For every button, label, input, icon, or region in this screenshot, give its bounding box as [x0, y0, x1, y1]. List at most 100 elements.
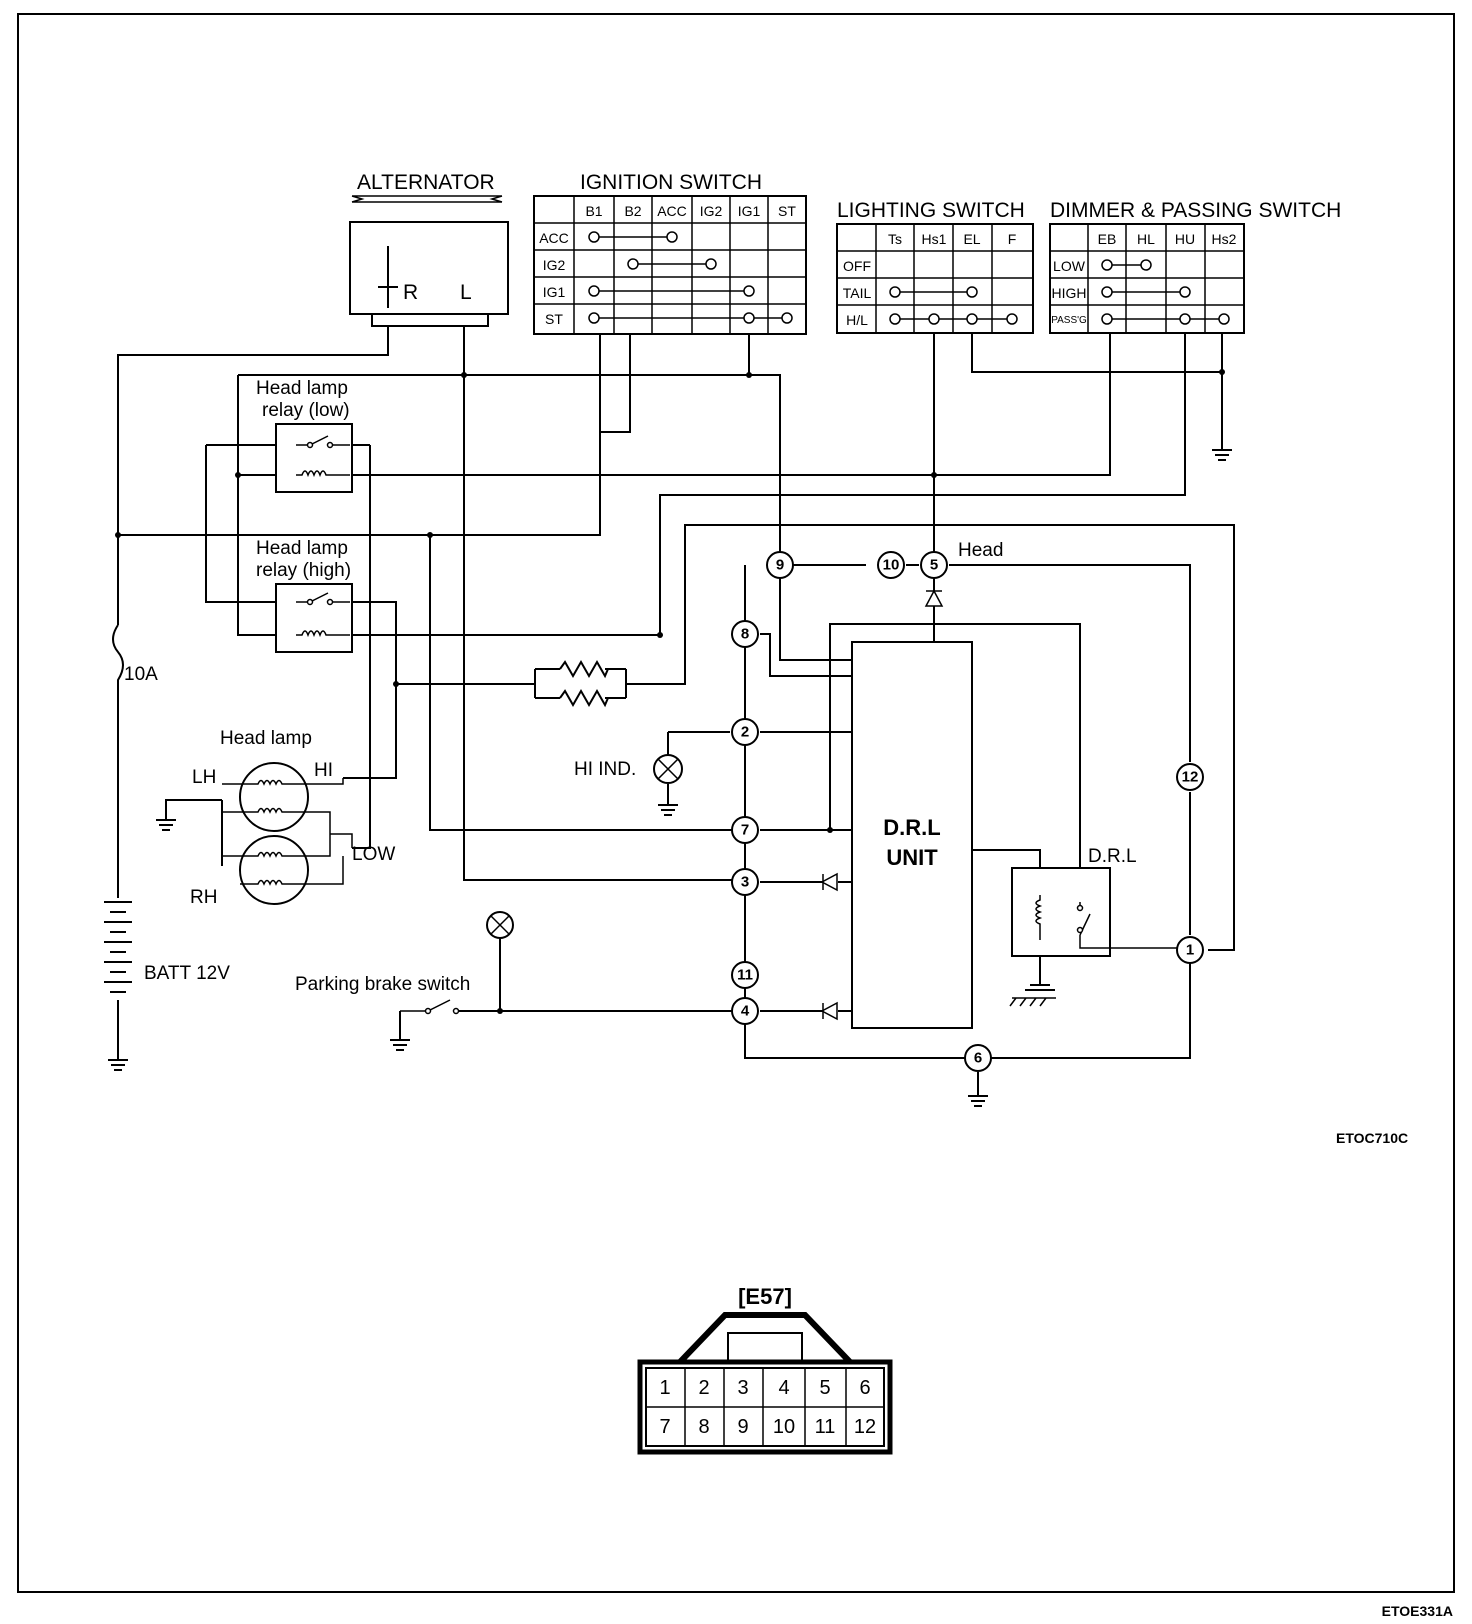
svg-text:D.R.L: D.R.L — [883, 815, 940, 840]
svg-text:5: 5 — [819, 1377, 830, 1399]
hi-indicator: HI IND. — [574, 754, 683, 784]
lighting-switch-contacts — [889, 286, 1018, 325]
svg-text:B1: B1 — [585, 203, 602, 219]
parking-brake-lamp — [486, 911, 514, 939]
svg-text:relay (low): relay (low) — [262, 400, 350, 421]
svg-text:RH: RH — [190, 887, 217, 908]
svg-text:12: 12 — [1182, 769, 1199, 786]
lighting-switch-title: LIGHTING SWITCH — [837, 199, 1025, 222]
svg-text:H/L: H/L — [846, 312, 868, 328]
diode-icons — [820, 589, 944, 1021]
alternator-terminal-r: R — [403, 281, 418, 304]
alternator-pulley-icon — [351, 195, 503, 203]
svg-text:ACC: ACC — [539, 230, 569, 246]
battery-icon — [104, 901, 132, 993]
dimmer-switch-headers: EB HL HU Hs2 — [1098, 231, 1237, 247]
svg-text:ACC: ACC — [657, 203, 687, 219]
svg-text:HI: HI — [314, 760, 333, 781]
connector-e57: [E57] 1 2 3 4 5 6 7 8 9 10 11 12 — [637, 1284, 893, 1455]
dimmer-passing-switch: DIMMER & PASSING SWITCH EB HL HU Hs2 LOW… — [1049, 199, 1341, 334]
svg-text:6: 6 — [859, 1377, 870, 1399]
parking-brake-switch: Parking brake switch — [295, 974, 470, 1015]
relay-high-coil-icon — [296, 630, 350, 638]
svg-text:ST: ST — [545, 311, 563, 327]
svg-text:PASS'G: PASS'G — [1051, 315, 1087, 326]
svg-text:12: 12 — [854, 1416, 876, 1438]
svg-text:Head lamp: Head lamp — [256, 538, 348, 559]
dimmer-switch-title: DIMMER & PASSING SWITCH — [1050, 199, 1341, 222]
svg-text:LH: LH — [192, 767, 216, 788]
terminal-9: 9 — [766, 551, 794, 579]
dimmer-switch-contacts — [1101, 259, 1230, 325]
terminal-5: 5 — [920, 551, 948, 579]
svg-text:1: 1 — [659, 1377, 670, 1399]
headlamp-rh-icon — [239, 835, 309, 905]
head-label: Head — [958, 540, 1003, 561]
terminal-7: 7 — [731, 816, 759, 844]
drl-relay: D.R.L — [1009, 846, 1190, 1007]
ignition-switch-title: IGNITION SWITCH — [580, 171, 762, 194]
svg-text:7: 7 — [741, 822, 749, 839]
headlamp-title: Head lamp — [220, 728, 312, 749]
svg-text:F: F — [1008, 231, 1017, 247]
svg-text:3: 3 — [737, 1377, 748, 1399]
terminal-10: 10 — [877, 551, 905, 579]
lighting-switch-headers: Ts Hs1 EL F — [888, 231, 1016, 247]
svg-text:Hs2: Hs2 — [1212, 231, 1237, 247]
svg-text:relay (high): relay (high) — [256, 560, 351, 581]
alternator-title: ALTERNATOR — [357, 171, 495, 194]
alternator-body — [349, 221, 509, 315]
svg-text:4: 4 — [741, 1003, 750, 1020]
svg-text:IG1: IG1 — [543, 284, 566, 300]
svg-text:HL: HL — [1137, 231, 1155, 247]
battery-label: BATT 12V — [144, 963, 230, 984]
ignition-switch-contacts — [588, 231, 793, 324]
svg-text:TAIL: TAIL — [843, 285, 872, 301]
terminal-2: 2 — [731, 718, 759, 746]
dimmer-switch-rows: LOW HIGH PASS'G — [1051, 258, 1087, 326]
lighting-switch: LIGHTING SWITCH Ts Hs1 EL F OFF TAIL H/L — [836, 199, 1034, 334]
alternator-terminal-l: L — [460, 281, 472, 304]
connector-pins-row2: 7 8 9 10 11 12 — [659, 1416, 876, 1438]
svg-text:IG2: IG2 — [543, 257, 566, 273]
svg-text:LOW: LOW — [1053, 258, 1086, 274]
svg-text:3: 3 — [741, 874, 749, 891]
svg-text:6: 6 — [974, 1050, 982, 1067]
svg-text:7: 7 — [659, 1416, 670, 1438]
svg-text:8: 8 — [698, 1416, 709, 1438]
terminal-11: 11 — [731, 961, 759, 989]
svg-text:9: 9 — [737, 1416, 748, 1438]
parking-brake-switch-icon — [400, 999, 451, 1012]
svg-text:9: 9 — [776, 557, 784, 574]
svg-text:ST: ST — [778, 203, 796, 219]
figure-code: ETOC710C — [1336, 1130, 1408, 1146]
svg-text:IG1: IG1 — [738, 203, 761, 219]
connector-pins-row1: 1 2 3 4 5 6 — [659, 1377, 870, 1399]
svg-text:LOW: LOW — [352, 844, 395, 865]
svg-text:5: 5 — [930, 557, 938, 574]
drl-relay-coil-icon — [1035, 895, 1043, 940]
svg-text:HIGH: HIGH — [1052, 285, 1087, 301]
headlamp-lh-icon — [239, 762, 309, 832]
ignition-switch-rows: ACC IG2 IG1 ST — [539, 230, 569, 327]
svg-text:HU: HU — [1175, 231, 1195, 247]
terminal-8: 8 — [731, 620, 759, 648]
svg-text:B2: B2 — [624, 203, 641, 219]
terminal-1: 1 — [1176, 936, 1204, 964]
fuse-label: 10A — [124, 664, 158, 685]
ignition-switch: IGNITION SWITCH B1 B2 ACC IG2 IG1 ST ACC… — [533, 171, 807, 335]
parking-brake-label: Parking brake switch — [295, 974, 470, 995]
head-lamp-relay-high: Head lamp relay (high) — [256, 538, 353, 653]
page-code: ETOE331A — [1382, 1603, 1453, 1619]
head-lamp-relay-low: Head lamp relay (low) — [256, 378, 353, 493]
junctions — [115, 369, 1225, 1014]
svg-text:UNIT: UNIT — [886, 845, 938, 870]
svg-text:4: 4 — [778, 1377, 789, 1399]
alternator: ALTERNATOR R L — [349, 171, 509, 327]
svg-text:Head lamp: Head lamp — [256, 378, 348, 399]
svg-text:2: 2 — [741, 724, 749, 741]
terminal-6: 6 — [964, 1044, 992, 1072]
terminal-4: 4 — [731, 997, 759, 1025]
